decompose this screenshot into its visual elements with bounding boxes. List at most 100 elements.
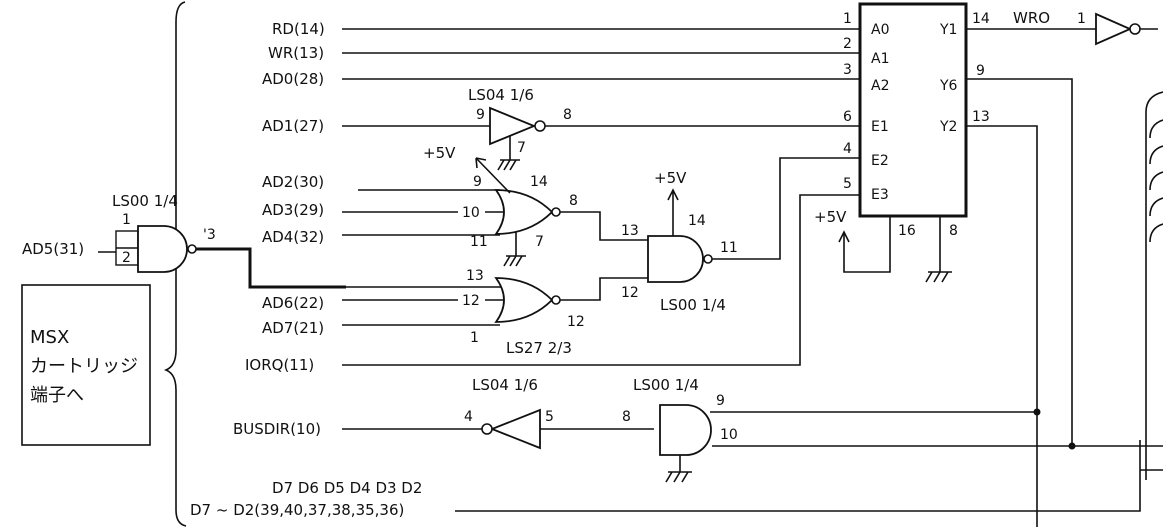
inverter-wro — [1095, 12, 1133, 46]
pin-ls00a-out: '3 — [203, 227, 216, 243]
signal-data-top: D7 D6 D5 D4 D3 D2 — [272, 479, 422, 497]
pin-ls04a-gnd: 7 — [517, 140, 526, 156]
inverter-a-bubble — [534, 120, 546, 132]
decoder-pin-e1: E1 — [871, 119, 889, 135]
inverter-b — [489, 408, 541, 450]
pin-n1: 1 — [843, 11, 852, 27]
pin-ls00c-in: 8 — [622, 409, 631, 425]
inverter-a — [489, 106, 537, 146]
connector-brace — [163, 1, 187, 527]
decoder-chip — [858, 2, 968, 218]
pin-ls04a-out: 8 — [563, 107, 572, 123]
decoder-vcc-arrow — [838, 230, 850, 243]
pin-ls00c-a: 9 — [716, 393, 725, 409]
pin-n14: 14 — [972, 11, 990, 27]
signal-ad7: AD7(21) — [262, 319, 324, 337]
nor-gate-2-bubble — [551, 295, 561, 305]
pin-nandb-out: 11 — [720, 240, 738, 256]
nor1-vcc-arrow — [475, 157, 511, 194]
label-ls00-a: LS00 1/4 — [112, 192, 178, 210]
inverter-b-bubble — [481, 423, 493, 435]
signal-busdir: BUSDIR(10) — [233, 420, 321, 438]
label-ls00-b: LS00 1/4 — [660, 296, 726, 314]
wire-nandc-a — [710, 411, 1038, 527]
pin-nandb-b: 12 — [621, 285, 639, 301]
pin-n16: 16 — [898, 223, 916, 239]
pin-nandb-vcc: 14 — [688, 213, 706, 229]
ground-decoder — [925, 216, 952, 283]
decoder-pin-y6: Y6 — [939, 78, 958, 94]
wire-ls00a-out — [196, 247, 346, 289]
signal-ad6: AD6(22) — [262, 294, 324, 312]
pin-nor2-c: 1 — [470, 330, 479, 346]
signal-ad4: AD4(32) — [262, 228, 324, 246]
nand-gate-a-bubble — [187, 244, 197, 254]
pin-ls00a-in1: 1 — [122, 212, 131, 228]
signal-ad1: AD1(27) — [262, 117, 324, 135]
nor-gate-1 — [494, 189, 554, 235]
label-ls04-b: LS04 1/6 — [472, 376, 538, 394]
wire-e2 — [712, 157, 860, 260]
cartridge-box — [21, 284, 151, 446]
wire-nor1-out — [560, 211, 648, 241]
nand-gate-b-bubble — [703, 254, 713, 264]
power-p1: +5V — [423, 144, 456, 162]
nor-gate-1-bubble — [551, 207, 561, 217]
pin-nor1-vcc: 14 — [530, 174, 548, 190]
pin-ls00a-in2: 2 — [122, 250, 131, 266]
power-p2: +5V — [654, 169, 687, 187]
label-ls00-c: LS00 1/4 — [633, 376, 699, 394]
pin-inv-out1: 1 — [1077, 11, 1086, 27]
pin-n2: 2 — [843, 36, 852, 52]
signal-iorq: IORQ(11) — [245, 356, 314, 374]
pin-nor1-b: 10 — [462, 205, 480, 221]
pin-ls04a-in: 9 — [476, 107, 485, 123]
signal-ad0: AD0(28) — [262, 70, 324, 88]
wire-y2-out — [966, 125, 1038, 412]
wire-decoder-vcc — [843, 216, 891, 273]
pin-nor2-out: 12 — [567, 314, 585, 330]
nand-gate-b — [647, 235, 704, 283]
signal-wr: WR(13) — [268, 44, 324, 62]
pin-nor2-b: 12 — [462, 293, 480, 309]
decoder-pin-a0: A0 — [871, 22, 889, 38]
pin-nor1-gnd: 7 — [535, 234, 544, 250]
label-ls04-a: LS04 1/6 — [468, 86, 534, 104]
cartridge-label-line3: 端子へ — [30, 385, 84, 406]
power-p3: +5V — [814, 208, 847, 226]
signal-ad2: AD2(30) — [262, 173, 324, 191]
decoder-pin-e2: E2 — [871, 153, 889, 169]
pin-n4: 4 — [843, 141, 852, 157]
pin-n9: 9 — [976, 63, 985, 79]
wire-data-bus — [455, 440, 1141, 512]
ground-nor1 — [503, 232, 526, 267]
decoder-pin-e3: E3 — [871, 187, 889, 203]
signal-ad5: AD5(31) — [22, 240, 84, 258]
pin-nandb-a: 13 — [621, 223, 639, 239]
pin-n13: 13 — [972, 109, 990, 125]
label-ls27: LS27 2/3 — [506, 339, 572, 357]
wire-y6-out — [966, 78, 1073, 446]
decoder-wro: WRO — [1013, 9, 1050, 27]
decoder-pin-y1: Y1 — [939, 22, 957, 38]
inverter-wro-bubble — [1129, 23, 1141, 35]
pin-ls04b-out: 4 — [464, 409, 473, 425]
signal-ad3: AD3(29) — [262, 201, 324, 219]
decoder-pin-a1: A1 — [871, 51, 889, 67]
pin-ls04b-in: 5 — [545, 409, 554, 425]
nand-gate-c — [659, 404, 712, 456]
signal-rd: RD(14) — [272, 20, 325, 38]
pin-ls00c-b: 10 — [720, 427, 738, 443]
pin-nor1-a: 9 — [473, 174, 482, 190]
wire-nor2-out — [560, 277, 648, 301]
right-connector-curves — [1145, 91, 1163, 480]
decoder-pin-y2: Y2 — [939, 119, 957, 135]
nand-gate-a — [137, 225, 188, 273]
ground-nandc — [665, 455, 692, 483]
ground-ls04a — [497, 136, 520, 171]
pin-n3: 3 — [843, 62, 852, 78]
nor-gate-2 — [494, 277, 554, 323]
pin-n8: 8 — [949, 223, 958, 239]
cartridge-label-line1: MSX — [30, 327, 69, 348]
